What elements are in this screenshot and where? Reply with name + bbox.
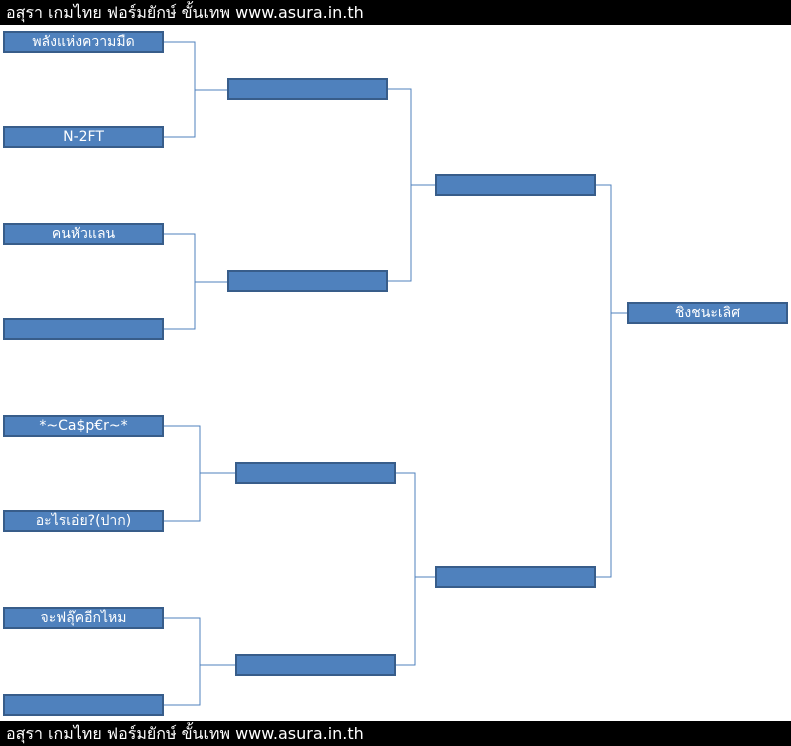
bracket-slot-r1-6: อะไรเอ่ย?(ปาก)	[3, 510, 164, 532]
slot-label: จะฟลุ๊คอีกไหม	[40, 610, 127, 626]
connector-r1-1	[164, 41, 196, 138]
slot-label: N-2FT	[63, 129, 104, 145]
bracket-slot-r1-4	[3, 318, 164, 340]
final-label: ชิงชนะเลิศ	[674, 305, 741, 321]
bracket-slot-r1-2: N-2FT	[3, 126, 164, 148]
header-text: อสุรา เกมไทย ฟอร์มยักษ์ ขั้นเทพ www.asur…	[6, 3, 364, 22]
bracket-slot-r1-7: จะฟลุ๊คอีกไหม	[3, 607, 164, 629]
bracket-slot-r1-1: พลังแห่งความมืด	[3, 31, 164, 53]
bracket-slot-r1-5: *~Ca$p€r~*	[3, 415, 164, 437]
connector-r1-2	[164, 233, 196, 330]
bracket-slot-r2-1	[227, 78, 388, 100]
bracket-slot-r1-8	[3, 694, 164, 716]
bracket-slot-r2-4	[235, 654, 396, 676]
footer-banner: อสุรา เกมไทย ฟอร์มยักษ์ ขั้นเทพ www.asur…	[0, 721, 791, 746]
connector-r1-4	[164, 617, 201, 706]
slot-label: คนหัวแลน	[51, 226, 116, 242]
slot-label: พลังแห่งความมืด	[32, 34, 135, 50]
slot-label: อะไรเอ่ย?(ปาก)	[35, 513, 132, 529]
bracket-slot-r3-2	[435, 566, 596, 588]
connector-r2-2	[396, 472, 416, 666]
connector-r2-1	[388, 88, 412, 282]
slot-label: *~Ca$p€r~*	[39, 418, 128, 434]
connector-r1-3	[164, 425, 201, 522]
bracket-slot-final: ชิงชนะเลิศ	[627, 302, 788, 324]
bracket-slot-r2-2	[227, 270, 388, 292]
connector-r3	[596, 184, 612, 578]
bracket-slot-r2-3	[235, 462, 396, 484]
bracket-slot-r3-1	[435, 174, 596, 196]
bracket-slot-r1-3: คนหัวแลน	[3, 223, 164, 245]
footer-text: อสุรา เกมไทย ฟอร์มยักษ์ ขั้นเทพ www.asur…	[6, 724, 364, 743]
header-banner: อสุรา เกมไทย ฟอร์มยักษ์ ขั้นเทพ www.asur…	[0, 0, 791, 25]
